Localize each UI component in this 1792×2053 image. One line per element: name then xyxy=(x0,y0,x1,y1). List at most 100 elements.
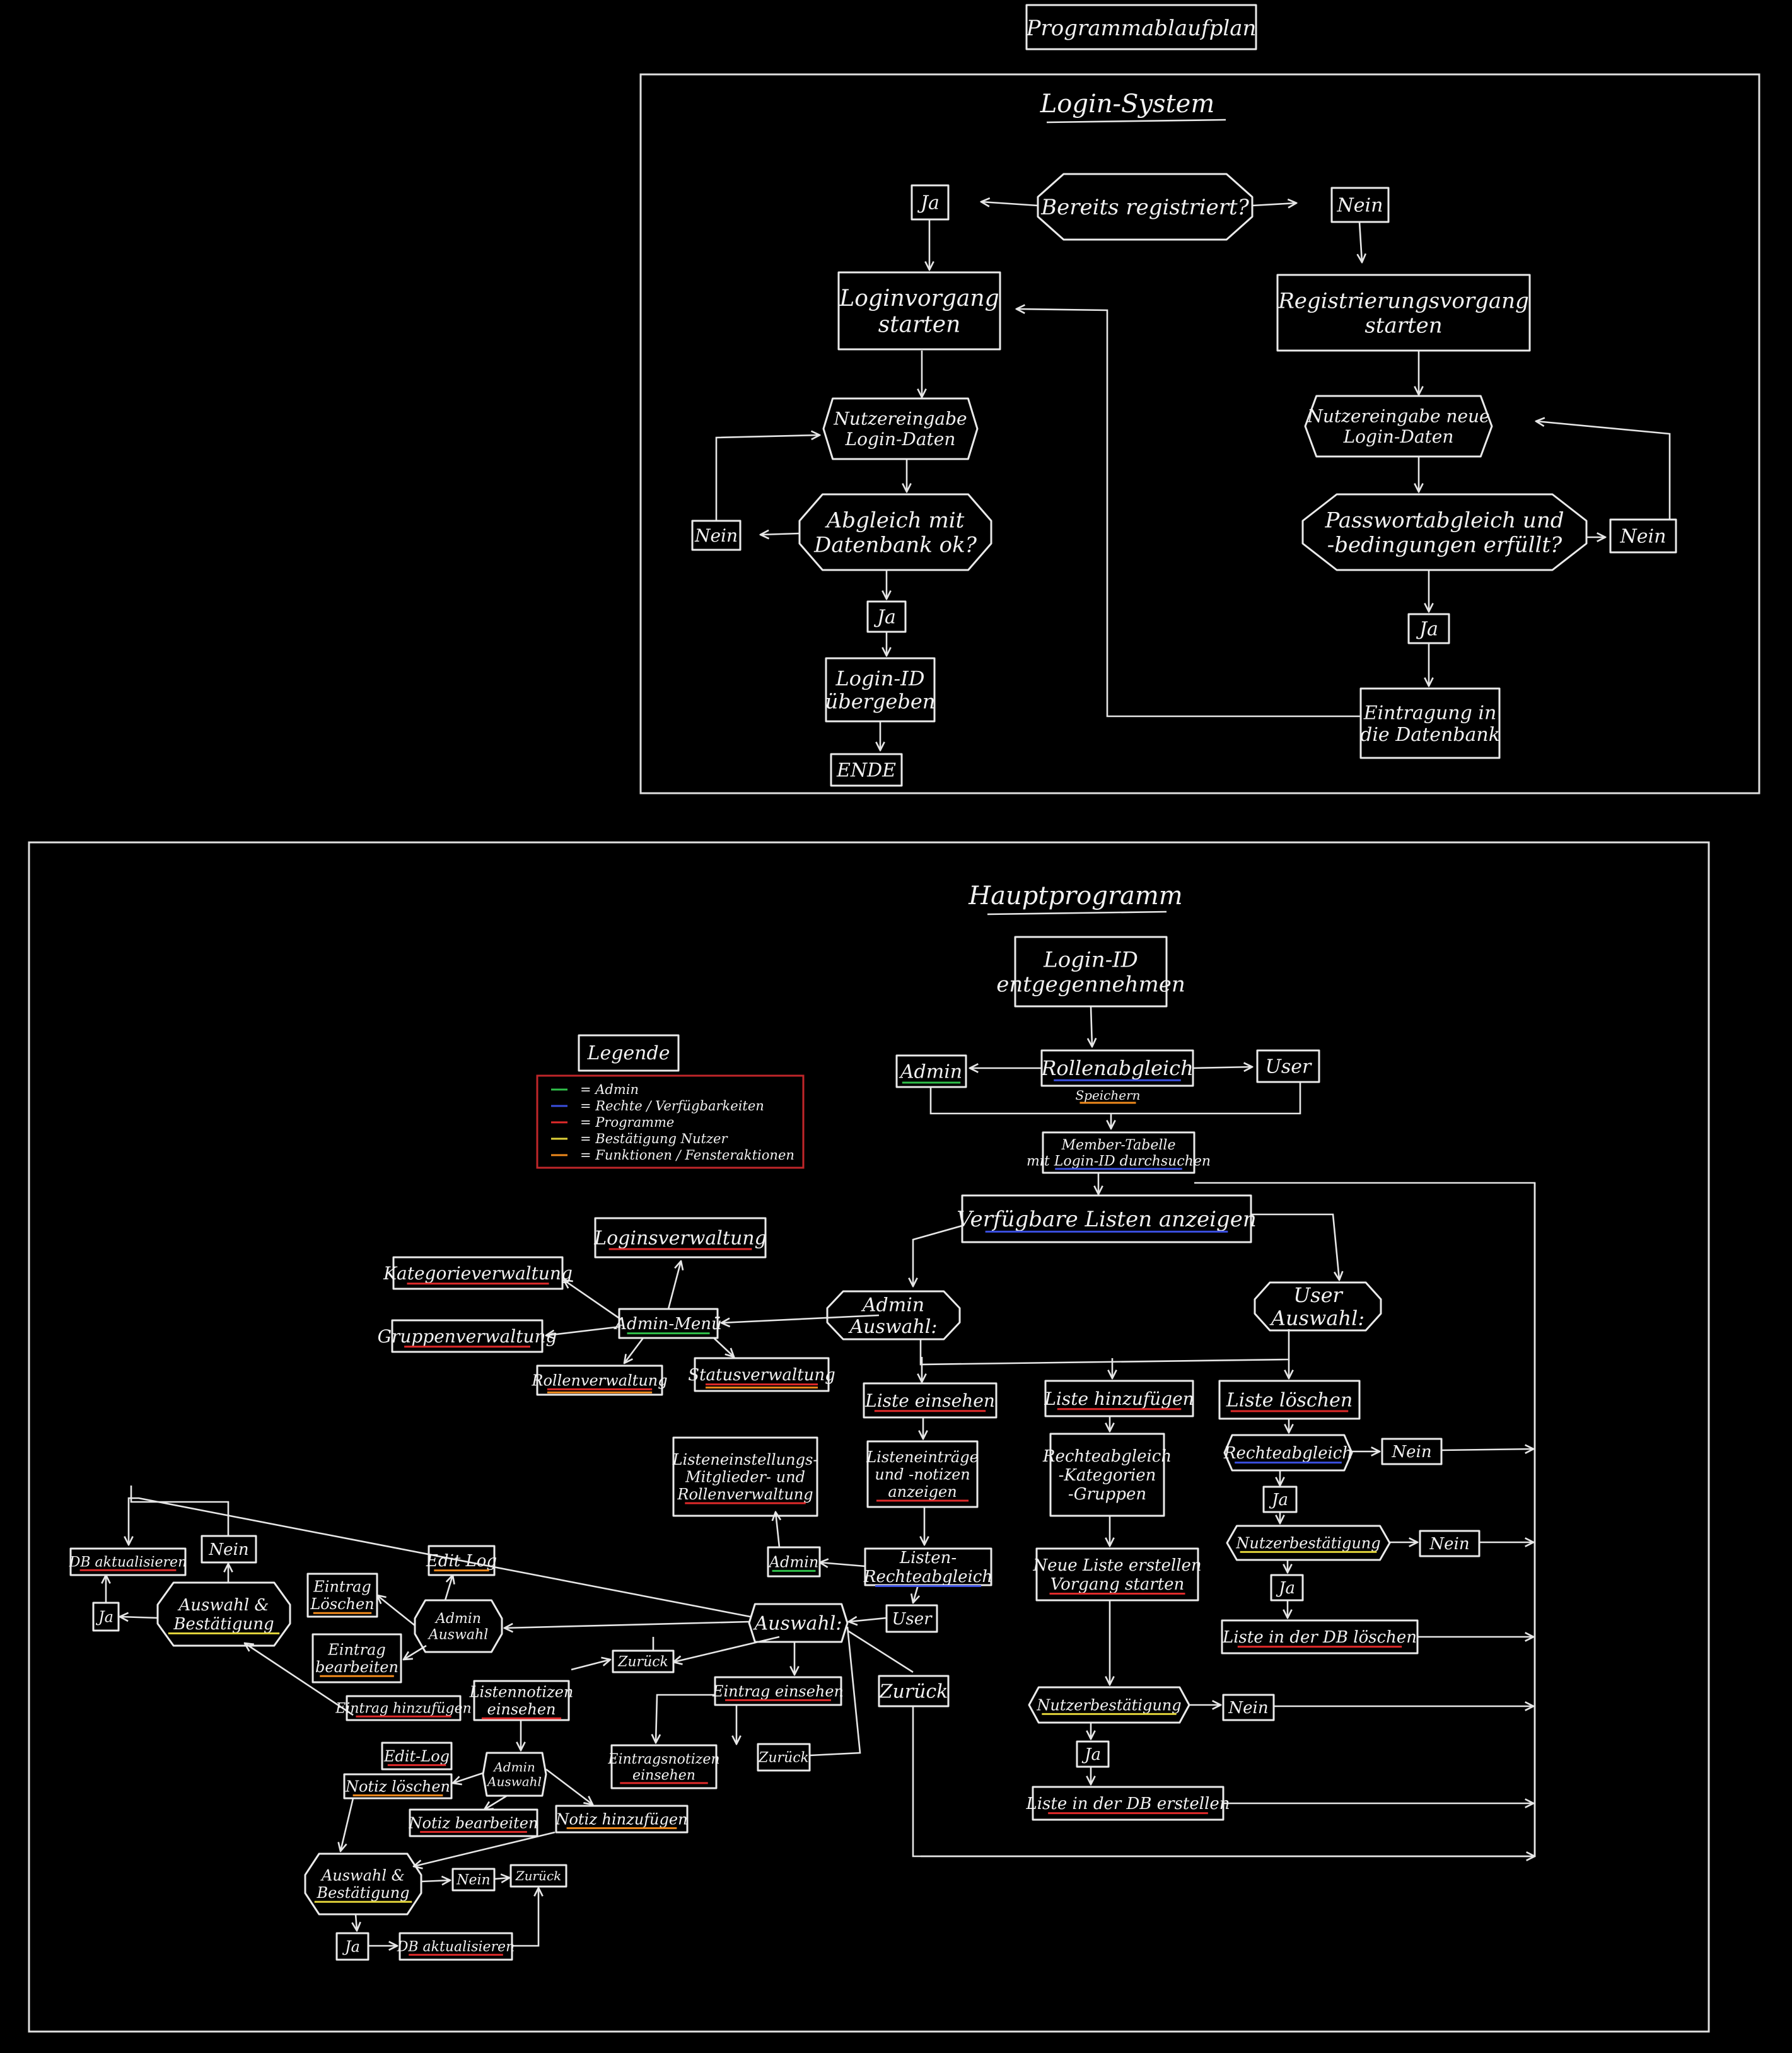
login-node-pw-check-label: -bedingungen erfüllt? xyxy=(1327,532,1562,557)
login-node-pw-check: Passwortabgleich und-bedingungen erfüllt… xyxy=(1301,493,1588,571)
main-node-nein-ab1-shape xyxy=(201,1535,257,1564)
login-node-ja-l-shape xyxy=(866,600,907,633)
main-node-liste-einsehen-label: Liste einsehen xyxy=(864,1390,995,1411)
main-node-ja-rd-shape xyxy=(1262,1486,1298,1513)
main-node-user-top-shape xyxy=(1256,1049,1320,1083)
main-node-liste-hinzu: Liste hinzufügen xyxy=(1044,1380,1194,1417)
connector-arrow xyxy=(849,1618,887,1622)
main-node-user-mid-label: User xyxy=(892,1610,933,1629)
main-node-nutzer-best2-label: Nutzerbestätigung xyxy=(1036,1696,1181,1714)
login-node-ende-shape xyxy=(830,753,903,787)
document-title: Programmablaufplan xyxy=(1025,4,1257,50)
connector-arrow xyxy=(624,1337,644,1363)
main-node-auswahl-best2: Auswahl &Bestätigung xyxy=(304,1852,422,1916)
main-node-liste-hinzu-shape xyxy=(1044,1380,1194,1417)
legend-item-label: = Bestätigung Nutzer xyxy=(580,1131,728,1146)
main-node-db-akt1-shape xyxy=(69,1547,187,1576)
main-node-admin-menu: Admin-Menü xyxy=(614,1308,722,1339)
main-node-ja-ab2-label: Ja xyxy=(342,1938,360,1955)
main-node-user-top-label: User xyxy=(1265,1056,1312,1078)
main-node-neue-liste-label: Neue Liste erstellen xyxy=(1032,1556,1201,1575)
main-node-katv-label: Kategorieverwaltung xyxy=(383,1263,573,1284)
main-node-ja-nb1: Ja xyxy=(1270,1574,1304,1602)
main-node-rollen-label: Rollenabgleich xyxy=(1040,1056,1193,1080)
main-node-notiz-loeschen: Notiz löschen xyxy=(343,1773,453,1800)
connector-arrow xyxy=(356,1914,357,1931)
main-node-nutzer-best2-shape xyxy=(1028,1686,1190,1724)
main-node-editlog2-shape xyxy=(381,1742,453,1771)
login-node-login-start-shape xyxy=(837,271,1001,351)
document-title-text: Programmablaufplan xyxy=(1026,16,1257,41)
login-node-ja1: Ja xyxy=(911,184,950,221)
main-node-admin-sel-label: Auswahl: xyxy=(848,1316,938,1338)
main-node-auswahl-best1-label: Auswahl & xyxy=(177,1596,269,1615)
main-node-listen-rechte-label: Rechteabgleich xyxy=(863,1567,992,1586)
connector-arrow xyxy=(414,1831,556,1866)
main-node-member-shape xyxy=(1042,1131,1196,1174)
main-node-db-erstellen-shape xyxy=(1032,1786,1225,1821)
main-node-speichern: Speichern xyxy=(1075,1088,1141,1104)
legend-title-box xyxy=(578,1034,680,1072)
main-node-listen-rechte: Listen-Rechteabgleich xyxy=(863,1547,992,1588)
main-node-liste-einsehen: Liste einsehen xyxy=(863,1382,998,1419)
main-node-zurueck-mid-label: Zurück xyxy=(879,1681,948,1703)
main-node-eintrag-bearb-shape xyxy=(311,1633,402,1684)
login-node-login-id-label: übergeben xyxy=(825,690,936,714)
main-node-notiz-hinzu: Notiz hinzufügen xyxy=(555,1805,689,1834)
main-node-eintraege-label: anzeigen xyxy=(888,1483,957,1501)
main-node-notiz-hinzu-label: Notiz hinzufügen xyxy=(555,1810,687,1828)
main-node-statv: Statusverwaltung xyxy=(688,1357,835,1392)
connector-arrow xyxy=(913,1585,918,1603)
main-node-notiz-bearb-label: Notiz bearbeiten xyxy=(409,1814,538,1832)
main-node-user-sel-label: User xyxy=(1293,1283,1343,1307)
login-node-nein1: Nein xyxy=(1330,187,1390,223)
main-node-eintrag-einsehen-label: Eintrag einsehen xyxy=(712,1682,844,1700)
login-node-ende: ENDE xyxy=(830,753,903,787)
main-node-nein-nb2: Nein xyxy=(1222,1694,1275,1721)
main-node-listennotizen-shape xyxy=(473,1680,570,1721)
login-node-nein-r: Nein xyxy=(1609,518,1677,554)
main-node-listeneinst: Listeneinstellungs-Mitglieder- undRollen… xyxy=(672,1436,818,1517)
main-node-eintrag-hinzu: Eintrag hinzufügen xyxy=(335,1695,472,1721)
legend-item-label: = Rechte / Verfügbarkeiten xyxy=(580,1098,764,1114)
main-node-editlog1-label: Edit Log xyxy=(426,1552,497,1571)
main-node-db-akt2-label: DB aktualisieren xyxy=(397,1940,515,1955)
main-node-db-loeschen: Liste in der DB löschen xyxy=(1221,1619,1419,1655)
main-node-gruppv-shape xyxy=(391,1319,544,1353)
login-node-nein-l-shape xyxy=(691,520,742,551)
connector-arrow xyxy=(421,1880,450,1881)
main-node-eintragsnotizen-label: Eintragsnotizen xyxy=(607,1752,719,1767)
connector-arrow xyxy=(512,1888,538,1947)
login-node-nein1-shape xyxy=(1330,187,1390,223)
main-node-statv-shape xyxy=(694,1357,830,1392)
main-node-admin-ausw1-label: Admin xyxy=(434,1611,481,1627)
legend-title: Legende xyxy=(587,1042,670,1064)
connector-arrow xyxy=(921,1183,1536,1858)
main-node-db-akt1: DB aktualisieren xyxy=(69,1547,187,1576)
main-node-rechte-kat-label: -Kategorien xyxy=(1059,1466,1156,1485)
main-node-rechte-del: Rechteabgleich xyxy=(1223,1434,1353,1472)
connector-arrow xyxy=(377,1595,416,1627)
main-node-rollen-shape xyxy=(1040,1049,1194,1087)
main-node-member-label: mit Login-ID durchsuchen xyxy=(1027,1153,1211,1169)
main-node-eintrag-einsehen-shape xyxy=(714,1676,842,1706)
connector-arrow xyxy=(919,1329,1290,1366)
main-node-ja-nb2-label: Ja xyxy=(1081,1745,1101,1764)
main-node-nutzer-best1-shape xyxy=(1226,1525,1391,1561)
connector-arrow xyxy=(760,533,800,535)
connector-arrow xyxy=(504,1620,750,1628)
connector-arrow xyxy=(494,1878,509,1879)
connector-arrow xyxy=(1359,221,1362,262)
main-node-verfuegbar-shape xyxy=(961,1194,1252,1243)
legend-item-label: = Admin xyxy=(580,1082,639,1097)
main-node-admin-ausw1-shape xyxy=(414,1599,503,1653)
main-node-nein-rd-shape xyxy=(1381,1438,1443,1465)
connector-arrow xyxy=(1252,203,1296,206)
main-node-ja-ab1: Ja xyxy=(92,1602,120,1632)
main-node-nein-nb2-shape xyxy=(1222,1694,1275,1721)
login-node-reg-q-label: Bereits registriert? xyxy=(1040,195,1250,220)
